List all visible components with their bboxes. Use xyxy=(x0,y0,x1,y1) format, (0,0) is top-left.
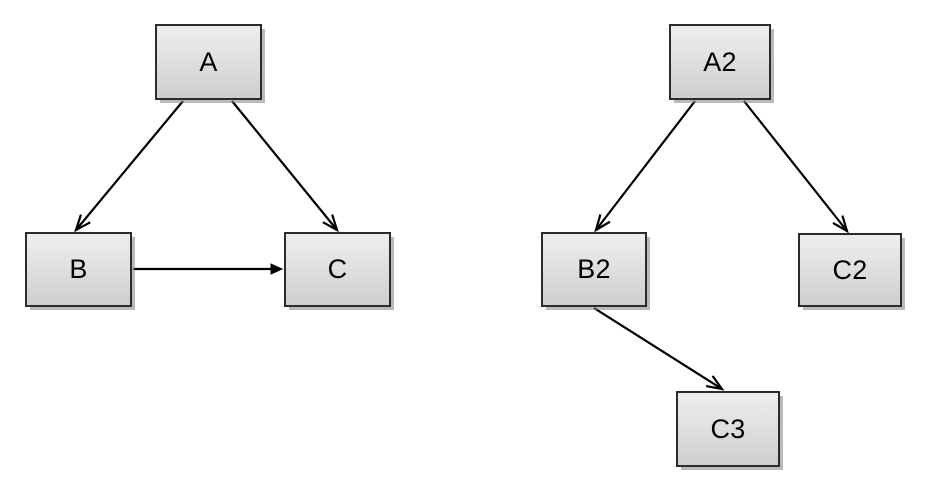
node-b[interactable]: B xyxy=(25,232,132,307)
node-label: C3 xyxy=(710,413,746,444)
node-c3[interactable]: C3 xyxy=(676,391,780,467)
node-label: A xyxy=(199,46,218,77)
node-c2[interactable]: C2 xyxy=(798,233,902,307)
node-label: C xyxy=(327,254,348,284)
node-b2[interactable]: B2 xyxy=(541,232,647,307)
node-a[interactable]: A xyxy=(155,24,262,100)
node-label: A2 xyxy=(703,46,737,77)
node-label: B xyxy=(69,254,88,284)
node-a2[interactable]: A2 xyxy=(669,24,771,100)
node-label: C2 xyxy=(832,254,868,285)
node-label: B2 xyxy=(577,254,611,284)
node-c[interactable]: C xyxy=(284,232,391,307)
